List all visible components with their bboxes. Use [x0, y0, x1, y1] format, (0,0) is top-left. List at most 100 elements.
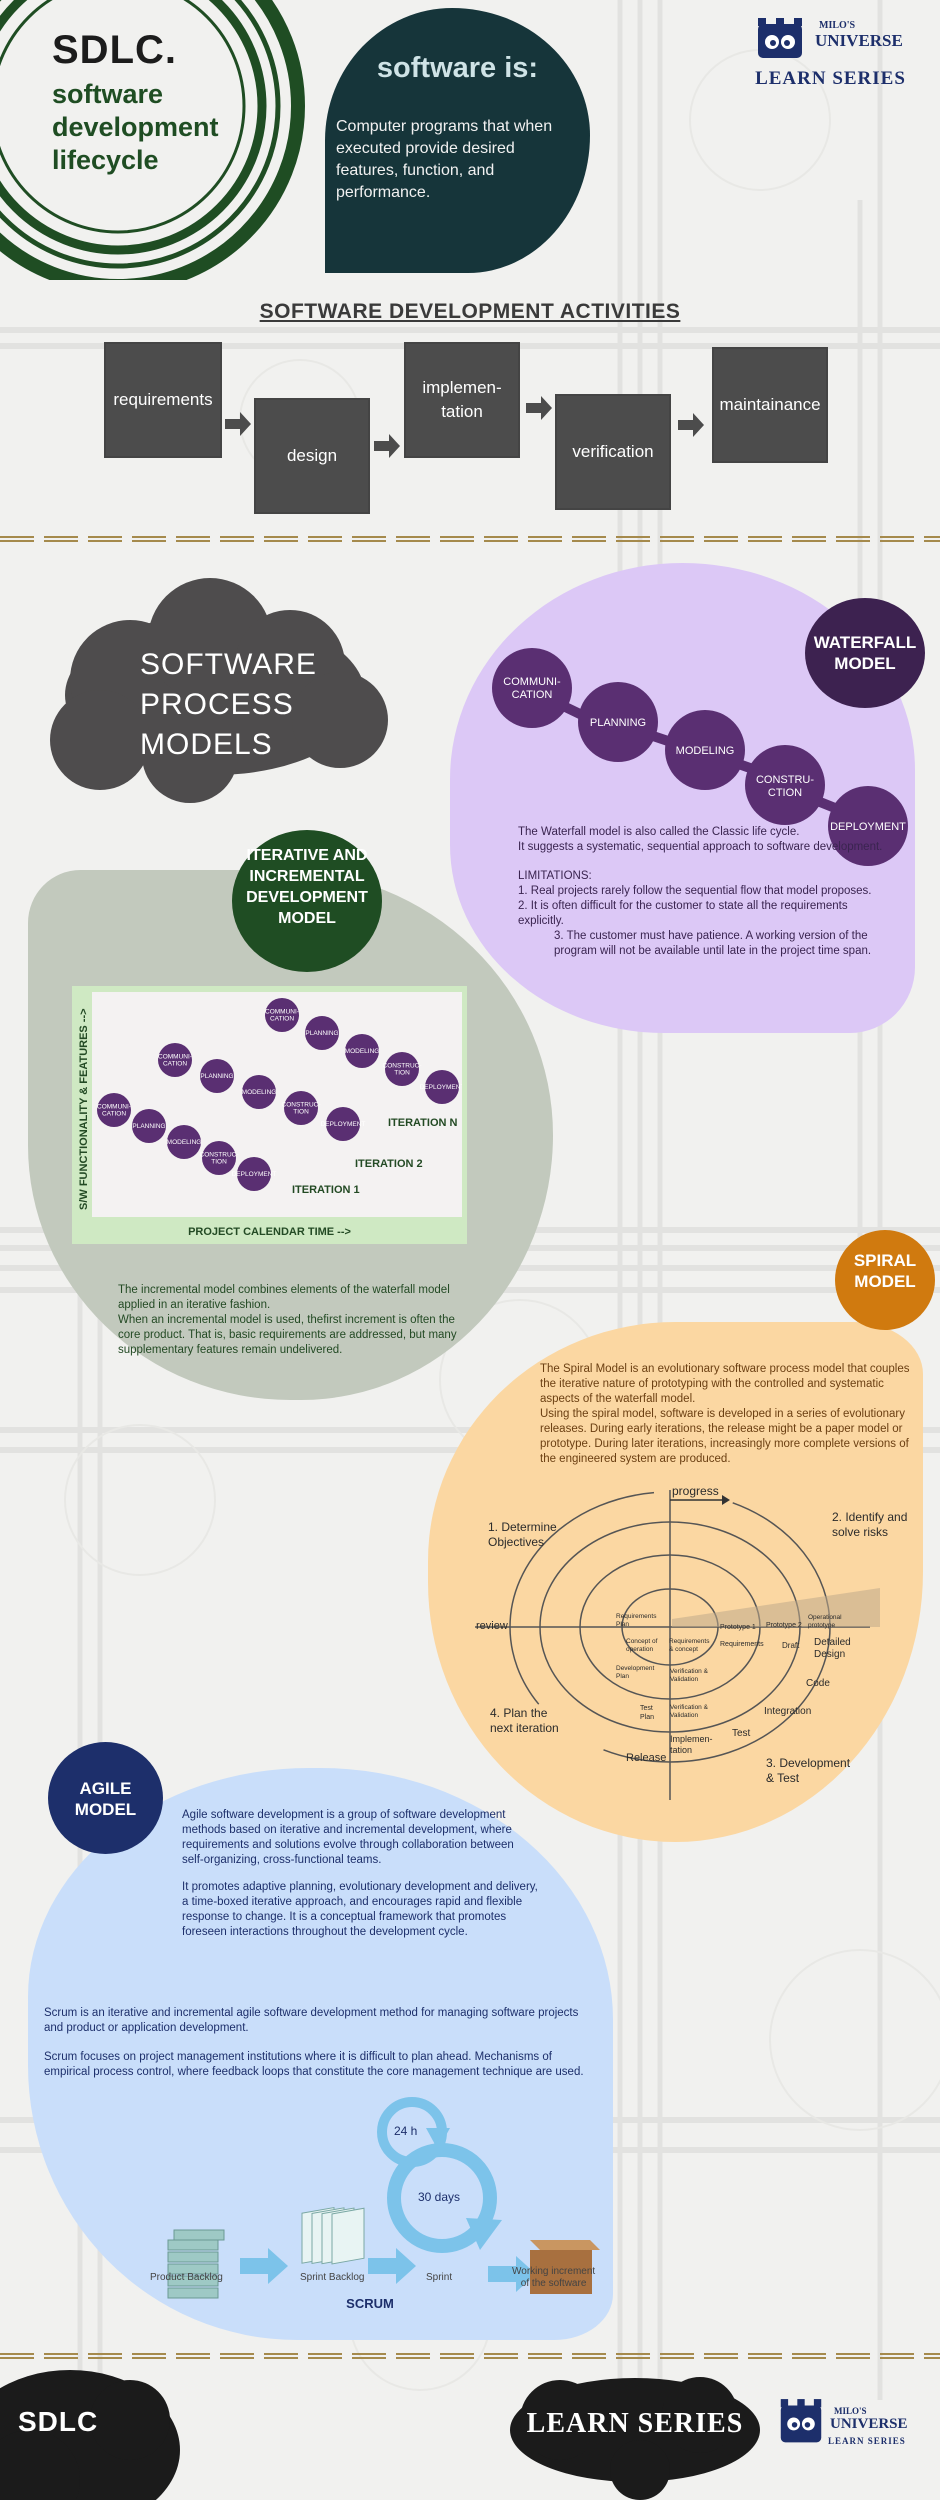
iteration-2-stage-4: [284, 1091, 318, 1125]
scrum-title: SCRUM: [346, 2296, 394, 2311]
iteration-stage-label: TION: [293, 1109, 309, 1116]
iteration-stage-label: CONSTRUC-: [200, 1152, 239, 1159]
sprint-label: Sprint: [426, 2272, 453, 2283]
spiral-dev-plan: Development Plan: [616, 1665, 655, 1680]
footer-ink-blots: [0, 2370, 760, 2500]
waterfall-stage-modeling: [665, 710, 745, 790]
software-is-text: Computer programs that when executed pro…: [336, 118, 553, 201]
iteration-stage-label: DEPLOYMENT: [420, 1084, 462, 1091]
iteration-stage-label: TION: [394, 1070, 410, 1077]
iteration-1-stage-2: [132, 1109, 166, 1143]
spiral-vv2: Verification & Validation: [670, 1704, 708, 1719]
product-backlog-label: Product Backlog: [150, 2272, 223, 2283]
iterative-y-axis: S/W FUNCTIONALITY & FEATURES -->: [78, 1008, 90, 1210]
iteration-stage-label: PLANNING: [200, 1073, 233, 1080]
spiral-draft: Draft: [782, 1641, 800, 1650]
iteration-1-label: ITERATION 1: [292, 1184, 360, 1196]
spiral-test-plan: Test Plan: [640, 1705, 655, 1721]
iterative-text: The incremental model combines elements …: [118, 1284, 457, 1356]
iteration-stage-label: TION: [211, 1159, 227, 1166]
scrum-30days-label: 30 days: [418, 2190, 461, 2204]
page-title: SDLC.: [52, 28, 177, 72]
spiral-detailed: Detailed Design: [814, 1637, 851, 1660]
scrum-24h-label: 24 h: [394, 2124, 418, 2138]
iteration-stage-label: CONSTRUC-: [282, 1102, 321, 1109]
iterative-chart: COMMUNI-CATIONPLANNINGMODELINGCONSTRUC-T…: [97, 998, 462, 1191]
agile-text-2: It promotes adaptive planning, evolution…: [182, 1881, 538, 1938]
mascot-icon: [758, 18, 802, 58]
iteration-stage-label: MODELING: [242, 1089, 277, 1096]
iteration-stage-label: COMMUNI-: [158, 1054, 192, 1061]
spiral-quadrant-1: 1. Determine Objectives: [488, 1520, 557, 1549]
activity-arrows: [225, 396, 704, 458]
footer-sdlc: SDLC: [18, 2406, 99, 2437]
brand-big: UNIVERSE: [815, 31, 903, 50]
iteration-3-stage-2: [305, 1016, 339, 1050]
activity-implementation: implemen- tation: [404, 342, 520, 458]
waterfall-diagram: COMMUNI- CATION PLANNING MODELING CONSTR…: [492, 648, 908, 866]
sprint-backlog-label: Sprint Backlog: [300, 2272, 365, 2283]
increment-box-icon: [530, 2240, 600, 2294]
spiral-badge-bg: [835, 1230, 935, 1330]
activity-design: design: [254, 398, 370, 514]
agile-text-3: Scrum is an iterative and incremental ag…: [44, 2007, 579, 2034]
iteration-2-stage-2: [200, 1059, 234, 1093]
footer-brand-big: UNIVERSE: [830, 2416, 908, 2432]
iteration-1-stage-5: [237, 1157, 271, 1191]
spiral-vv1: Verification & Validation: [670, 1668, 708, 1683]
iteration-2-stage-1: [158, 1043, 192, 1077]
iteration-2-stage-3: [242, 1075, 276, 1109]
iteration-stage-label: PLANNING: [305, 1030, 338, 1037]
iterative-badge-bg: [232, 830, 382, 972]
spiral-test: Test: [732, 1728, 751, 1739]
spiral-req-concept: Requirements & concept: [669, 1638, 710, 1653]
iteration-stage-label: PLANNING: [132, 1123, 165, 1130]
svg-text:CTION: CTION: [768, 787, 802, 799]
mascot-icon: [780, 2399, 822, 2443]
iteration-stage-label: CATION: [102, 1111, 126, 1118]
spiral-quadrant-3: 3. Development & Test: [766, 1756, 851, 1785]
svg-text:DEPLOYMENT: DEPLOYMENT: [830, 821, 906, 833]
spiral-text: The Spiral Model is an evolutionary soft…: [540, 1363, 910, 1465]
spiral-review-label: review: [476, 1620, 508, 1632]
agile-text-4: Scrum focuses on project management inst…: [44, 2051, 584, 2078]
spiral-code: Code: [806, 1678, 830, 1689]
waterfall-stage-communication: [492, 648, 572, 728]
spiral-quadrant-4: 4. Plan the next iteration: [490, 1706, 559, 1735]
iteration-2-label: ITERATION 2: [355, 1158, 423, 1170]
activity-requirements: requirements: [104, 342, 222, 458]
arrow-icon: [368, 2248, 416, 2284]
waterfall-stage-label: COMMUNI-: [503, 676, 561, 688]
spiral-progress-label: progress: [672, 1484, 719, 1498]
svg-text:PLANNING: PLANNING: [590, 717, 646, 729]
spiral-concept: Concept of operation: [626, 1638, 658, 1653]
footer-learn-series: LEARN SERIES: [526, 2408, 744, 2439]
process-models-cloud: [50, 578, 388, 803]
divider-2: [0, 2353, 940, 2359]
waterfall-stage-planning: [578, 682, 658, 762]
activity-verification: verification: [555, 394, 671, 510]
spiral-proto1: Prototype 1: [720, 1624, 756, 1631]
waterfall-badge: WATERFALL MODEL: [813, 633, 917, 673]
spiral-requirements: Requirements: [720, 1641, 764, 1648]
agile-text-1: Agile software development is a group of…: [182, 1809, 514, 1866]
software-is-title: software is:: [376, 52, 539, 84]
iterative-badge: ITERATIVE AND INCREMENTAL DEVELOPMENT MO…: [246, 847, 368, 927]
spiral-implementation: Implemen- tation: [670, 1734, 713, 1755]
iteration-stage-label: COMMUNI-: [97, 1104, 131, 1111]
spiral-release-label: Release: [626, 1752, 667, 1764]
iteration-3-stage-3: [345, 1034, 379, 1068]
activity-maintainance: maintainance: [712, 347, 828, 463]
sprint-loop-icon: [387, 2143, 497, 2253]
iteration-stage-label: DEPLOYMENT: [232, 1171, 277, 1178]
spiral-req-plan: Requirements Plan: [616, 1613, 657, 1628]
iteration-stage-label: CONSTRUC-: [383, 1063, 422, 1070]
iteration-stage-label: MODELING: [345, 1048, 380, 1055]
iteration-1-stage-1: [97, 1093, 131, 1127]
iteration-stage-label: CATION: [163, 1061, 187, 1068]
agile-badge: AGILE MODEL: [74, 1779, 137, 1819]
iteration-2-stage-5: [326, 1107, 360, 1141]
waterfall-stage-construction: [745, 745, 825, 825]
svg-text:CONSTRU-: CONSTRU-: [756, 774, 814, 786]
sprint-backlog-icon: [301, 2206, 365, 2265]
